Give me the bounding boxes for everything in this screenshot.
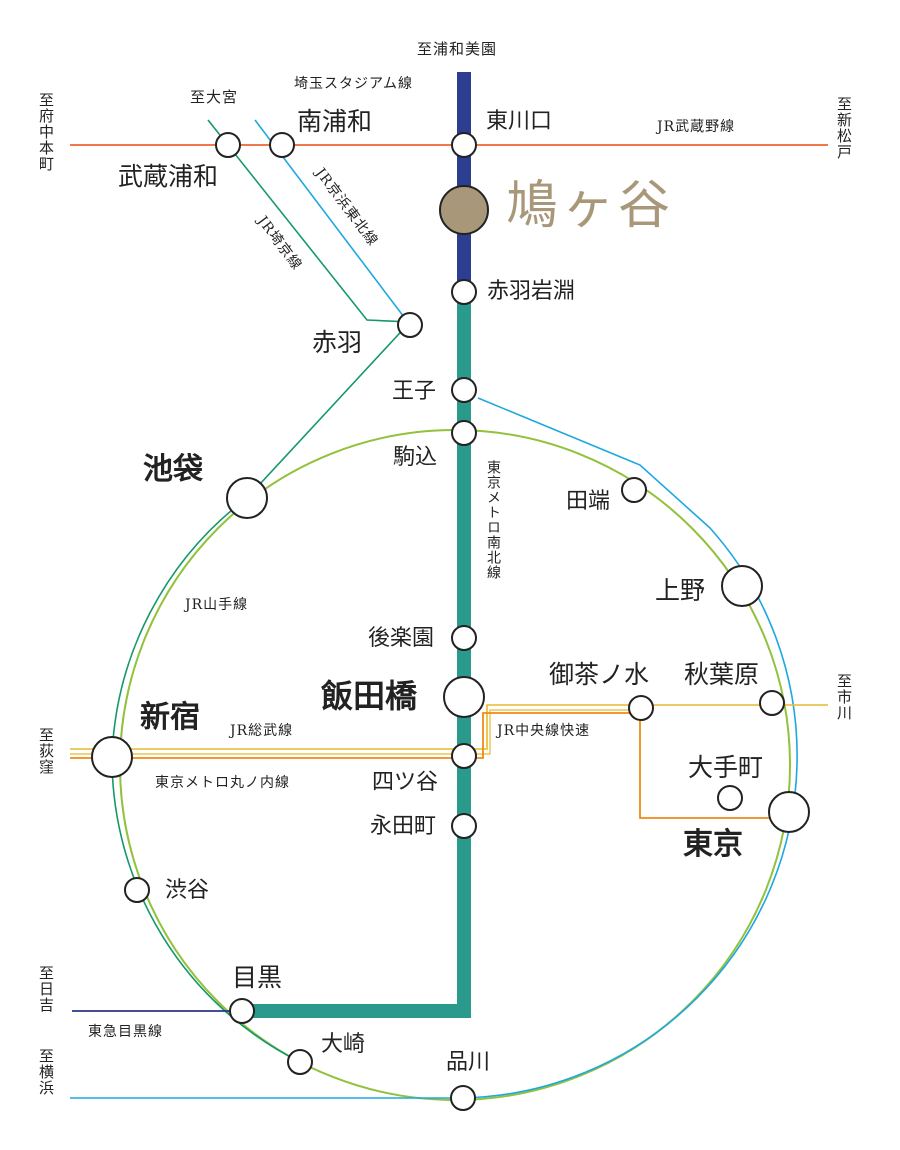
station-oji[interactable] <box>451 377 477 403</box>
chuo-sobu-line-parallel <box>70 709 640 755</box>
saikyo-line <box>111 119 412 1063</box>
station-label-osaki: 大崎 <box>321 1032 366 1057</box>
line-label-saitama-stadium: 埼玉スタジアム線 <box>294 76 414 92</box>
dest-fuchu-hommachi: 至府中本町 <box>37 92 55 172</box>
line-label-yamanote: JR山手線 <box>185 597 249 613</box>
chuo-rapid-line <box>70 712 788 819</box>
dest-ichikawa: 至市川 <box>835 673 853 721</box>
station-korakuen[interactable] <box>451 625 477 651</box>
line-label-tokyu-meguro: 東急目黒線 <box>88 1024 163 1040</box>
line-label-chuo-rapid: JR中央線快速 <box>497 723 591 739</box>
station-nagatacho[interactable] <box>451 813 477 839</box>
line-label-sobu: JR総武線 <box>230 723 294 739</box>
station-label-ueno: 上野 <box>655 576 706 605</box>
station-label-nagatacho: 永田町 <box>370 814 437 839</box>
station-label-korakuen: 後楽園 <box>368 626 435 651</box>
station-label-musashi-urawa: 武蔵浦和 <box>118 162 219 191</box>
station-tabata[interactable] <box>621 477 647 503</box>
station-label-higashi-kawaguchi: 東川口 <box>486 109 553 134</box>
station-shinjuku[interactable] <box>91 736 133 778</box>
station-label-akabane: 赤羽 <box>312 328 363 357</box>
station-higashi-kawaguchi[interactable] <box>451 132 477 158</box>
station-label-otemachi: 大手町 <box>688 753 764 782</box>
line-label-marunouchi: 東京メトロ丸ノ内線 <box>155 775 290 791</box>
keihin-tohoku-line-south <box>70 397 798 1099</box>
station-label-meguro: 目黒 <box>232 963 283 992</box>
chuo-sobu-line <box>70 704 828 750</box>
station-label-tabata: 田端 <box>566 489 611 514</box>
dest-yokohama: 至横浜 <box>37 1048 55 1096</box>
station-ueno[interactable] <box>721 565 763 607</box>
station-ochanomizu[interactable] <box>628 695 654 721</box>
station-label-komagome: 駒込 <box>393 445 438 470</box>
station-iidabashi[interactable] <box>443 676 485 718</box>
station-otemachi[interactable] <box>717 785 743 811</box>
station-label-minami-urawa: 南浦和 <box>297 107 373 136</box>
station-akabane[interactable] <box>397 312 423 338</box>
station-hatogaya[interactable] <box>439 185 489 235</box>
station-label-oji: 王子 <box>392 379 437 404</box>
station-label-tokyo: 東京 <box>683 827 743 862</box>
line-label-nanboku: 東京メトロ南北線 <box>485 460 501 580</box>
station-akihabara[interactable] <box>759 690 785 716</box>
station-label-shinagawa: 品川 <box>446 1050 491 1075</box>
station-yotsuya[interactable] <box>451 743 477 769</box>
dest-ogikubo: 至荻窪 <box>37 727 55 775</box>
station-label-akihabara: 秋葉原 <box>684 660 760 689</box>
station-label-ikebukuro: 池袋 <box>143 452 203 487</box>
dest-omiya: 至大宮 <box>190 88 239 106</box>
dest-shin-matsudo: 至新松戸 <box>835 96 853 160</box>
station-label-hatogaya: 鳩ヶ谷 <box>506 176 675 236</box>
line-label-musashino: JR武蔵野線 <box>657 119 736 135</box>
dest-hiyoshi: 至日吉 <box>37 965 55 1013</box>
station-komagome[interactable] <box>451 420 477 446</box>
station-shibuya[interactable] <box>124 877 150 903</box>
station-akabane-iwabuchi[interactable] <box>451 279 477 305</box>
station-musashi-urawa[interactable] <box>215 132 241 158</box>
station-minami-urawa[interactable] <box>269 132 295 158</box>
station-tokyo[interactable] <box>768 791 810 833</box>
station-label-ochanomizu: 御茶ノ水 <box>549 660 650 689</box>
station-label-yotsuya: 四ツ谷 <box>372 770 439 795</box>
station-label-shibuya: 渋谷 <box>165 878 210 903</box>
station-meguro[interactable] <box>229 998 255 1024</box>
nanboku-line <box>243 292 471 1018</box>
station-label-shinjuku: 新宿 <box>140 700 200 735</box>
station-shinagawa[interactable] <box>450 1085 476 1111</box>
station-osaki[interactable] <box>287 1049 313 1075</box>
station-ikebukuro[interactable] <box>226 477 268 519</box>
dest-urawa-misono: 至浦和美園 <box>417 40 498 58</box>
station-label-iidabashi: 飯田橋 <box>321 677 418 715</box>
station-label-akabane-iwabuchi: 赤羽岩淵 <box>487 279 576 304</box>
